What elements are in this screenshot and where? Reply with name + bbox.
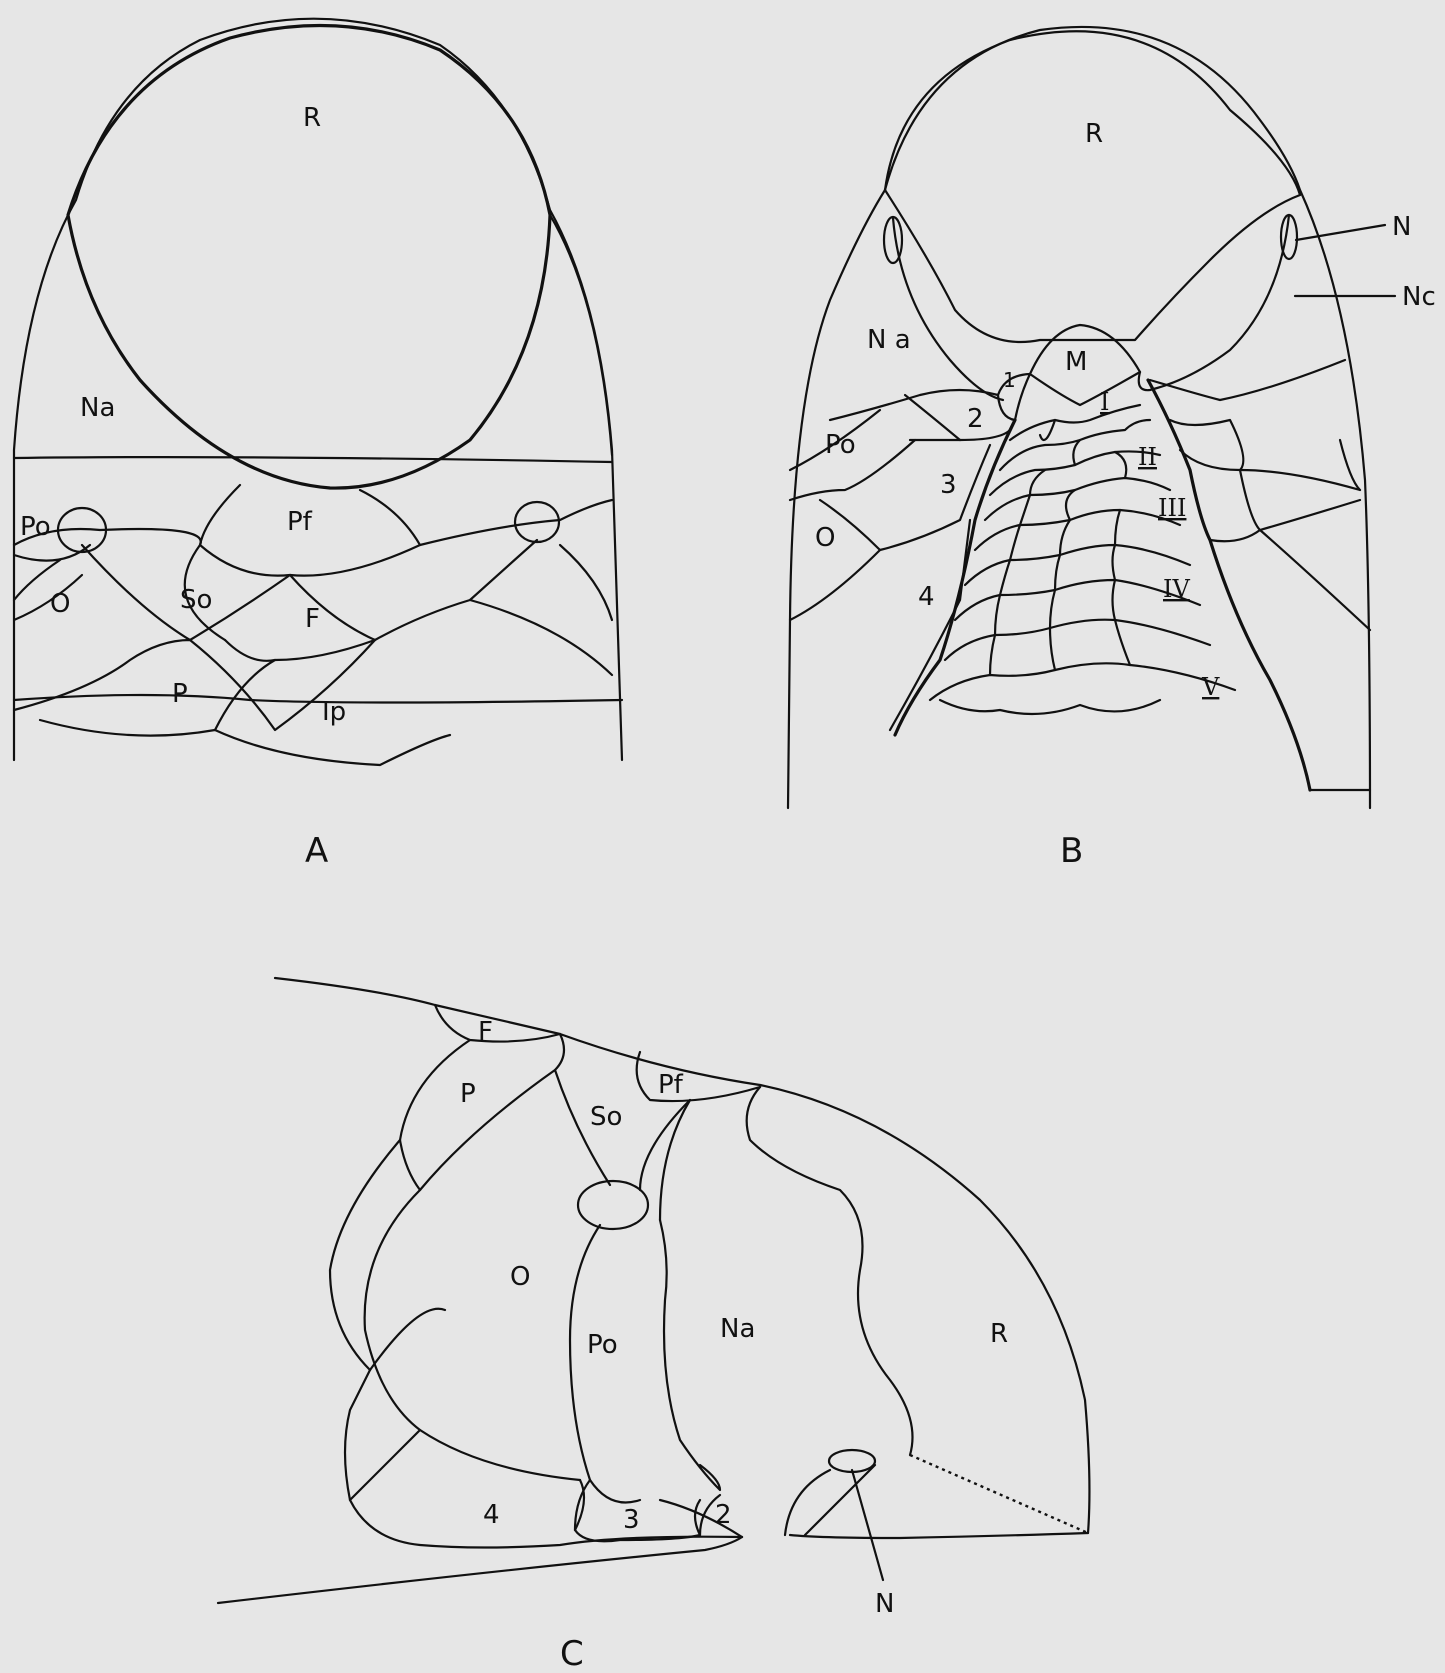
- label-c-F: F: [478, 1017, 493, 1047]
- label-c-s2: 2: [715, 1500, 732, 1530]
- label-b-r5: V: [1201, 673, 1220, 701]
- panel-b: [788, 27, 1370, 808]
- label-a-P: P: [172, 679, 188, 709]
- label-b-r1: I: [1100, 388, 1109, 416]
- label-c-O: O: [510, 1262, 530, 1292]
- label-b-Po: Po: [825, 430, 856, 460]
- label-b-Na: N a: [867, 325, 911, 355]
- label-b-r4: IV: [1163, 575, 1190, 603]
- label-b-s4: 4: [918, 582, 935, 612]
- caption-b: B: [1060, 831, 1083, 871]
- label-b-s1: 1: [1003, 368, 1016, 392]
- label-b-r2: II: [1138, 443, 1157, 471]
- label-c-R: R: [990, 1319, 1008, 1349]
- leader-c-N: [852, 1470, 883, 1580]
- label-c-Na: Na: [720, 1314, 755, 1344]
- label-a-Ip: Ip: [322, 697, 346, 727]
- label-b-N: N: [1392, 212, 1411, 242]
- label-b-s3: 3: [940, 470, 957, 500]
- label-a-Po: Po: [20, 512, 51, 542]
- caption-c: C: [560, 1634, 584, 1673]
- label-c-Po: Po: [587, 1330, 618, 1360]
- label-b-Nc: Nc: [1402, 282, 1436, 312]
- label-b-O: O: [815, 523, 835, 553]
- label-a-Pf: Pf: [287, 507, 313, 537]
- label-a-R: R: [303, 103, 321, 133]
- label-b-s2: 2: [967, 404, 984, 434]
- label-c-s4: 4: [483, 1500, 500, 1530]
- label-b-M: M: [1065, 347, 1087, 377]
- label-c-N: N: [875, 1589, 894, 1619]
- label-a-Na: Na: [80, 393, 115, 423]
- label-c-s3: 3: [623, 1505, 640, 1535]
- panel-c: [218, 978, 1089, 1603]
- leader-b-N: [1296, 225, 1385, 240]
- label-c-P: P: [460, 1079, 476, 1109]
- label-a-O: O: [50, 589, 70, 619]
- label-a-So: So: [180, 585, 212, 615]
- label-a-F: F: [305, 604, 320, 634]
- label-b-r3: III: [1158, 494, 1186, 522]
- label-b-R: R: [1085, 119, 1103, 149]
- label-c-Pf: Pf: [658, 1070, 684, 1100]
- label-c-So: So: [590, 1102, 622, 1132]
- caption-a: A: [305, 831, 328, 871]
